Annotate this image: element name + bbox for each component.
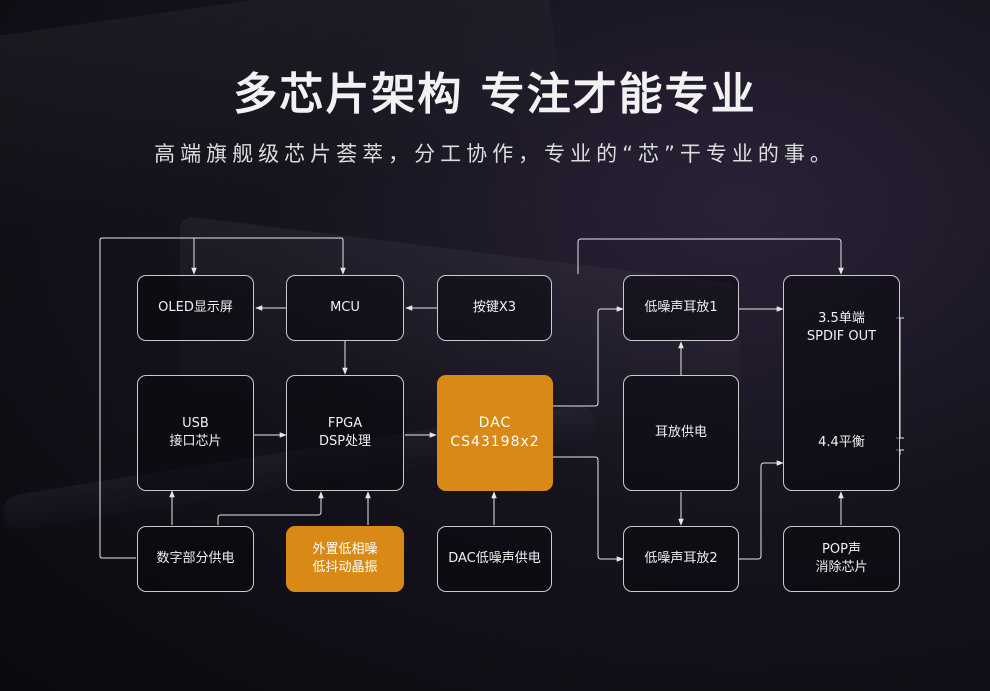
amp2-box: 低噪声耳放2 — [623, 526, 739, 592]
line-power-fpga — [217, 491, 324, 525]
line-amp2-output — [739, 460, 784, 560]
digital-power-label: 数字部分供电 — [156, 551, 235, 566]
fpga-label: FPGA DSP处理 — [318, 416, 372, 449]
dac-label: DAC CS43198x2 — [450, 415, 540, 450]
amp2-label: 低噪声耳放2 — [644, 551, 718, 566]
mcu-box: MCU — [286, 275, 404, 341]
keys-label: 按键X3 — [472, 300, 517, 315]
page-subtitle: 高端旗舰级芯片荟萃，分工协作，专业的“芯”干专业的事。 — [154, 142, 836, 166]
line-dac-amp2 — [553, 456, 624, 562]
line-dac-amp1 — [553, 306, 624, 407]
outputs-top-label: 3.5单端 SPDIF OUT — [806, 311, 877, 344]
dac-power-box: DAC低噪声供电 — [437, 526, 552, 592]
oled-display-box: OLED显示屏 — [137, 275, 254, 341]
outputs-box — [783, 275, 900, 491]
fpga-box: FPGA DSP处理 — [286, 375, 404, 491]
usb-chip-label: USB 接口芯片 — [169, 416, 222, 449]
usb-chip-box: USB 接口芯片 — [137, 375, 254, 491]
keys-box: 按键X3 — [437, 275, 552, 341]
pop-suppression-label: POP声 消除芯片 — [815, 542, 868, 575]
amp1-box: 低噪声耳放1 — [623, 275, 739, 341]
amp-power-label: 耳放供电 — [654, 425, 707, 440]
oscillator-box: 外置低相噪 低抖动晶振 — [286, 526, 404, 592]
outputs-bottom-label: 4.4平衡 — [818, 435, 865, 450]
mcu-label: MCU — [330, 300, 360, 315]
amp1-label: 低噪声耳放1 — [644, 300, 718, 315]
line-power-loop-mcu — [99, 237, 346, 559]
oled-display-label: OLED显示屏 — [158, 300, 233, 315]
digital-power-box: 数字部分供电 — [137, 526, 254, 592]
dac-box: DAC CS43198x2 — [437, 375, 553, 491]
line-top-loop — [577, 238, 844, 275]
amp-power-box: 耳放供电 — [623, 375, 739, 491]
output-bracket — [896, 317, 904, 455]
dac-power-label: DAC低噪声供电 — [448, 551, 541, 566]
page-title: 多芯片架构 专注才能专业 — [233, 69, 757, 120]
pop-suppression-box: POP声 消除芯片 — [783, 526, 900, 592]
oscillator-label: 外置低相噪 低抖动晶振 — [312, 542, 378, 575]
